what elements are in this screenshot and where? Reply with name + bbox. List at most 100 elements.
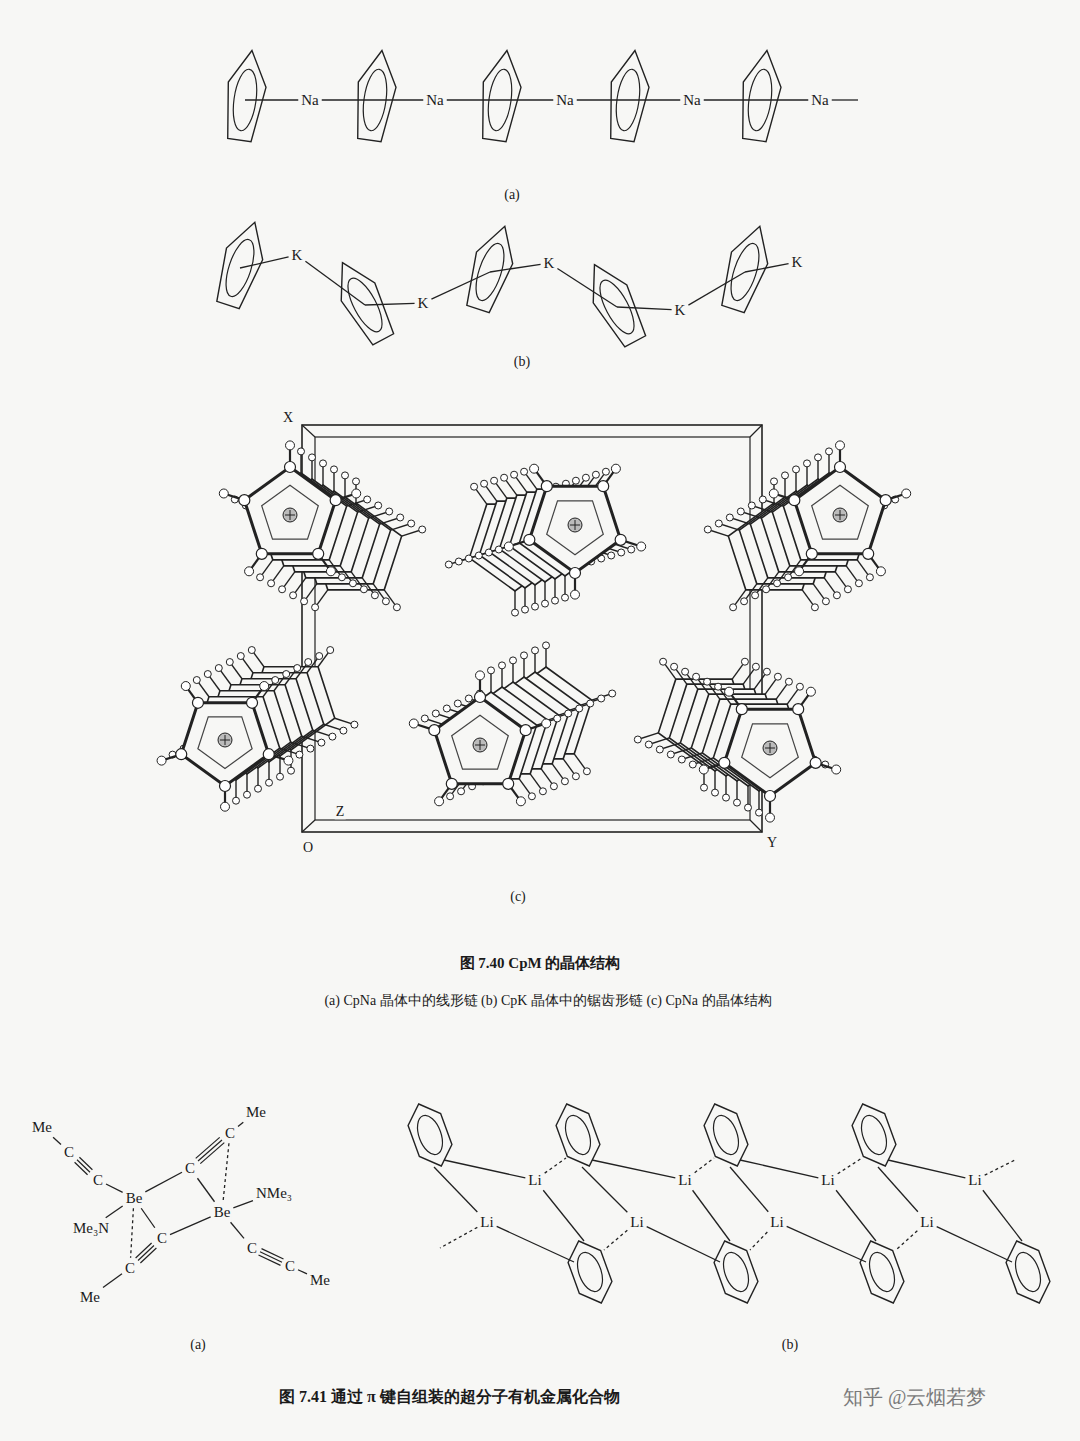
panel-label: (c) (509, 889, 527, 904)
bond-line (543, 1190, 584, 1241)
atom-label: Li (820, 1172, 835, 1189)
atom-label: C (284, 1258, 296, 1275)
bond-line (557, 268, 617, 307)
triple-bond (198, 1140, 222, 1161)
atom-label: Me (245, 1104, 267, 1121)
dashed-bond (695, 1158, 714, 1173)
bond-line (444, 1160, 525, 1178)
dashed-bond (985, 1160, 1015, 1175)
bond-line (170, 1217, 211, 1235)
crystal-structure (157, 425, 911, 832)
aromatic-circle (719, 1249, 754, 1295)
bond-line (704, 99, 760, 100)
atom-label: Li (527, 1172, 542, 1189)
bond-line (434, 1167, 477, 1212)
bond-line (937, 1227, 1012, 1262)
atom-label: Me (309, 1272, 331, 1289)
atom-label: Li (479, 1214, 494, 1231)
bond-line (730, 1167, 768, 1212)
atom-label: K (417, 295, 430, 312)
bond-line (490, 264, 541, 272)
bond-line (53, 1137, 61, 1144)
aromatic-circle (709, 1112, 744, 1158)
aromatic-circle (1011, 1249, 1046, 1295)
benzene-ring (408, 1104, 452, 1166)
triple-bond (75, 1162, 88, 1175)
bond-line (305, 261, 365, 305)
bond-line (836, 1190, 876, 1241)
bond-line (197, 1178, 214, 1202)
atom-label: Na (425, 92, 445, 109)
atom-label: C (156, 1230, 168, 1247)
benzene-ring (860, 1241, 904, 1303)
triple-bond (259, 1255, 281, 1265)
bond-line (365, 303, 415, 305)
atom-label: C (124, 1260, 136, 1277)
bond-line (628, 99, 680, 100)
cp-ring (358, 50, 396, 141)
bond-line (577, 99, 628, 100)
figure-caption: 图 7.40 CpM 的晶体结构 (459, 955, 622, 972)
benzene-ring (1006, 1241, 1050, 1303)
atom-label: NMe₃ (255, 1185, 293, 1202)
cp-ring (611, 50, 649, 141)
atom-label: Li (629, 1214, 644, 1231)
bond-line (787, 1226, 866, 1262)
atom-label: K (674, 302, 687, 319)
triple-bond (200, 1143, 224, 1164)
bond-line (106, 1206, 123, 1218)
axis-label: Z (335, 804, 346, 819)
atom-label: Na (682, 92, 702, 109)
atom-label: Me (31, 1119, 53, 1136)
panel-label: (a) (503, 187, 521, 202)
figure-subcaption: (a) CpNa 晶体中的线形链 (b) CpK 晶体中的锯齿形链 (c) Cp… (323, 993, 772, 1008)
bond-line (983, 1190, 1022, 1241)
atom-label: Me (79, 1289, 101, 1306)
bond-line (145, 1172, 182, 1192)
benzene-ring (568, 1241, 612, 1303)
dashed-bond (750, 1232, 767, 1250)
bond-line (745, 264, 789, 272)
watermark: 知乎 @云烟若梦 (842, 1386, 987, 1408)
bond-line (582, 1167, 627, 1212)
atom-label: K (543, 255, 556, 272)
bond-line (500, 99, 553, 100)
axis-label: Y (766, 835, 778, 850)
panel-label: (a) (189, 1337, 207, 1352)
bond-line (375, 99, 423, 100)
bond-line (617, 307, 672, 310)
bond-line (322, 99, 375, 100)
atom-label: K (791, 254, 804, 271)
bond-line (888, 1160, 965, 1178)
bond-line (233, 1201, 253, 1208)
bond-line (693, 1190, 730, 1241)
panel-label: (b) (781, 1337, 799, 1352)
atom-label: C (224, 1125, 236, 1142)
bond-line (106, 1184, 123, 1192)
panel-label: (b) (513, 354, 531, 369)
atom-label: Be (125, 1190, 144, 1207)
benzene-ring (714, 1241, 758, 1303)
figure-caption: 图 7.41 通过 π 键自组装的超分子有机金属化合物 (278, 1388, 621, 1406)
benzene-ring (704, 1104, 748, 1166)
atom-label: Li (677, 1172, 692, 1189)
atom-label: K (291, 247, 304, 264)
cp-ring (483, 50, 521, 141)
atom-label: C (63, 1144, 75, 1161)
dashed-bond (896, 1231, 917, 1250)
atom-label: Be (213, 1204, 232, 1221)
dashed-bond (131, 1208, 134, 1258)
bond-line (447, 99, 500, 100)
bond-line (878, 1167, 918, 1212)
bond-line (240, 257, 289, 268)
benzene-ring (852, 1104, 896, 1166)
cp-ring (217, 222, 263, 308)
bond-line (647, 1227, 720, 1262)
triple-bond (136, 1243, 152, 1258)
bond-line (103, 1274, 122, 1288)
bond-line (497, 1226, 574, 1262)
cp-ring (593, 265, 645, 347)
axis-label: O (302, 840, 314, 855)
